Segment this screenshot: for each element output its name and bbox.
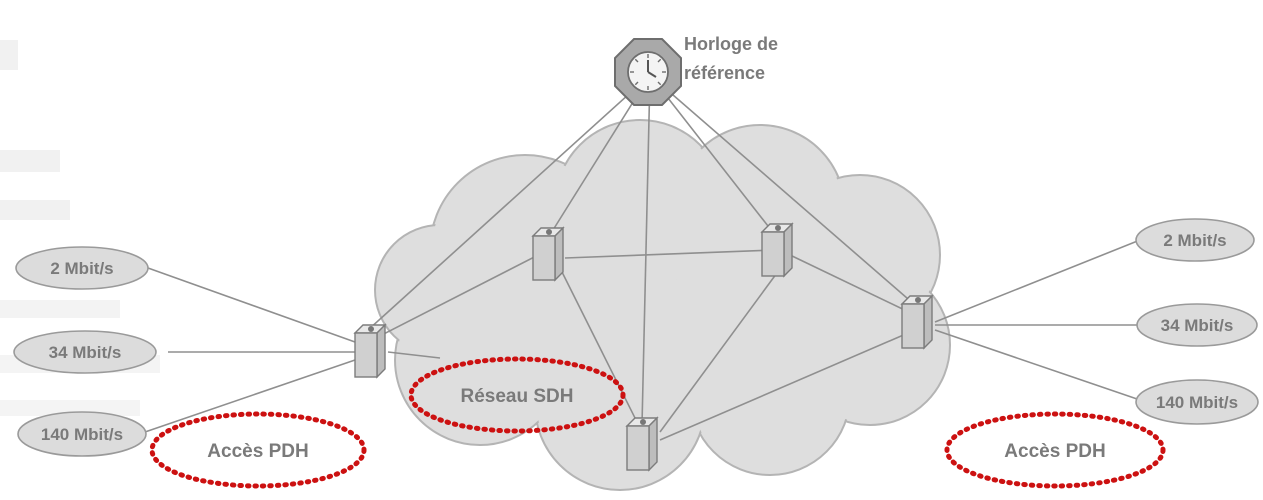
sdh-network-cloud: [374, 119, 951, 491]
right-pdh-access-label: Accès PDH: [1004, 441, 1105, 462]
right-rate-label: 140 Mbit/s: [1156, 393, 1238, 412]
right-rate-2mbit: 2 Mbit/s: [1135, 218, 1255, 262]
network-node-icon: [531, 226, 565, 282]
right-rate-34mbit: 34 Mbit/s: [1136, 303, 1258, 347]
left-pdh-access-label: Accès PDH: [207, 441, 308, 462]
mesh-links: [371, 249, 916, 441]
pdh-links: [144, 239, 1141, 433]
left-rate-34mbit: 34 Mbit/s: [13, 330, 157, 374]
right-rate-label: 34 Mbit/s: [1161, 316, 1234, 335]
clock-links: [367, 74, 916, 426]
sdh-network-label: Réseau SDH: [461, 386, 574, 407]
left-pdh-access-highlight: Accès PDH: [149, 411, 367, 489]
network-node-icon: [900, 294, 934, 350]
clock-label-line2: référence: [684, 63, 765, 83]
left-rate-label: 34 Mbit/s: [49, 343, 122, 362]
right-pdh-access-highlight: Accès PDH: [944, 411, 1166, 489]
clock-label-line1: Horloge de: [684, 34, 778, 54]
left-rate-label: 2 Mbit/s: [50, 259, 113, 278]
left-rate-label: 140 Mbit/s: [41, 425, 123, 444]
network-node-icon: [760, 222, 794, 278]
right-rate-label: 2 Mbit/s: [1163, 231, 1226, 250]
background-ghost-text: [0, 40, 160, 416]
network-node-icon: [353, 323, 387, 379]
left-rate-140mbit: 140 Mbit/s: [17, 411, 147, 457]
clock-icon: [614, 38, 682, 106]
left-rate-2mbit: 2 Mbit/s: [15, 246, 149, 290]
sdh-network-highlight: Réseau SDH: [408, 356, 626, 434]
network-node-icon: [625, 416, 659, 472]
right-rate-140mbit: 140 Mbit/s: [1135, 379, 1259, 425]
